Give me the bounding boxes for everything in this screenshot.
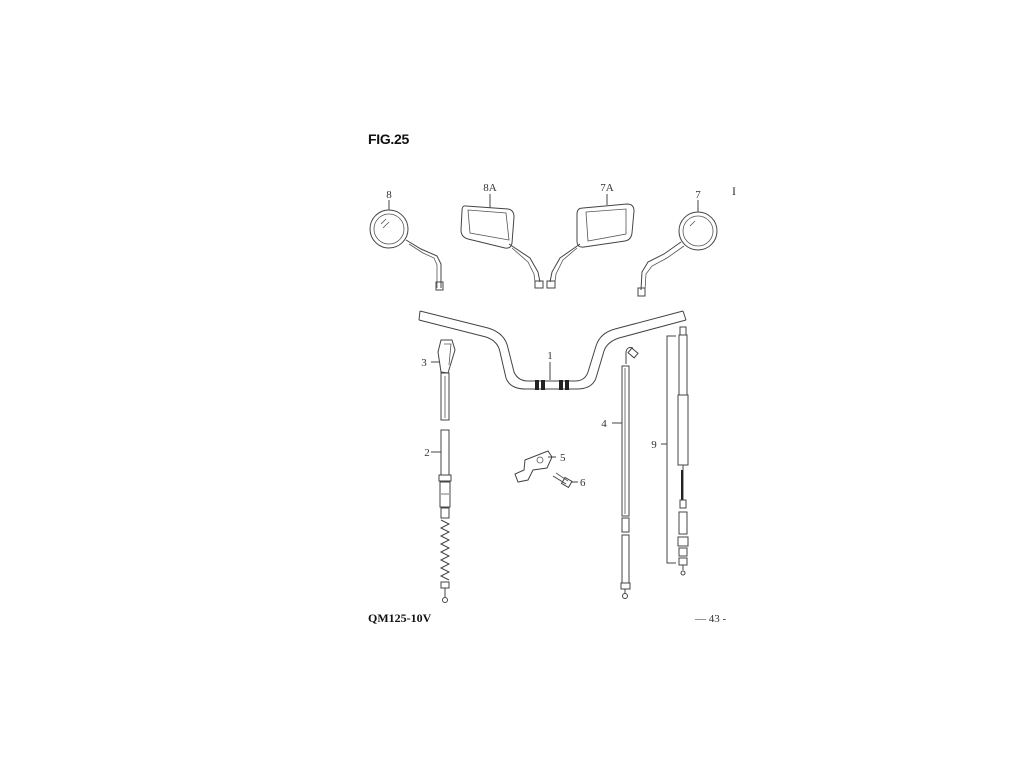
clutch-cable [612, 347, 639, 599]
callout-4: 4 [601, 418, 607, 430]
bolt [552, 472, 578, 489]
throttle-cable [431, 429, 452, 603]
callout-9: 9 [651, 439, 657, 451]
callout-3: 3 [421, 357, 427, 369]
callout-8a: 8A [483, 182, 497, 194]
page-number: — 43 - [695, 613, 727, 625]
rect-mirror-right [546, 194, 635, 289]
model-number: QM125-10V [368, 611, 432, 625]
throttle-grip-assembly [431, 339, 456, 421]
figure-label: FIG.25 [368, 131, 409, 147]
handlebar [418, 310, 687, 390]
callout-1: 1 [547, 350, 553, 362]
round-mirror-left [369, 200, 444, 291]
round-mirror-right [637, 200, 718, 297]
callout-6: 6 [580, 477, 586, 489]
speedometer-cable [661, 326, 689, 576]
callout-7: 7 [695, 189, 701, 201]
rect-mirror-left [460, 194, 544, 289]
callout-5: 5 [560, 452, 566, 464]
corner-mark: I [732, 184, 736, 198]
callout-8: 8 [386, 189, 392, 201]
callout-7a: 7A [600, 182, 614, 194]
bracket [514, 450, 556, 483]
callout-2: 2 [424, 447, 430, 459]
